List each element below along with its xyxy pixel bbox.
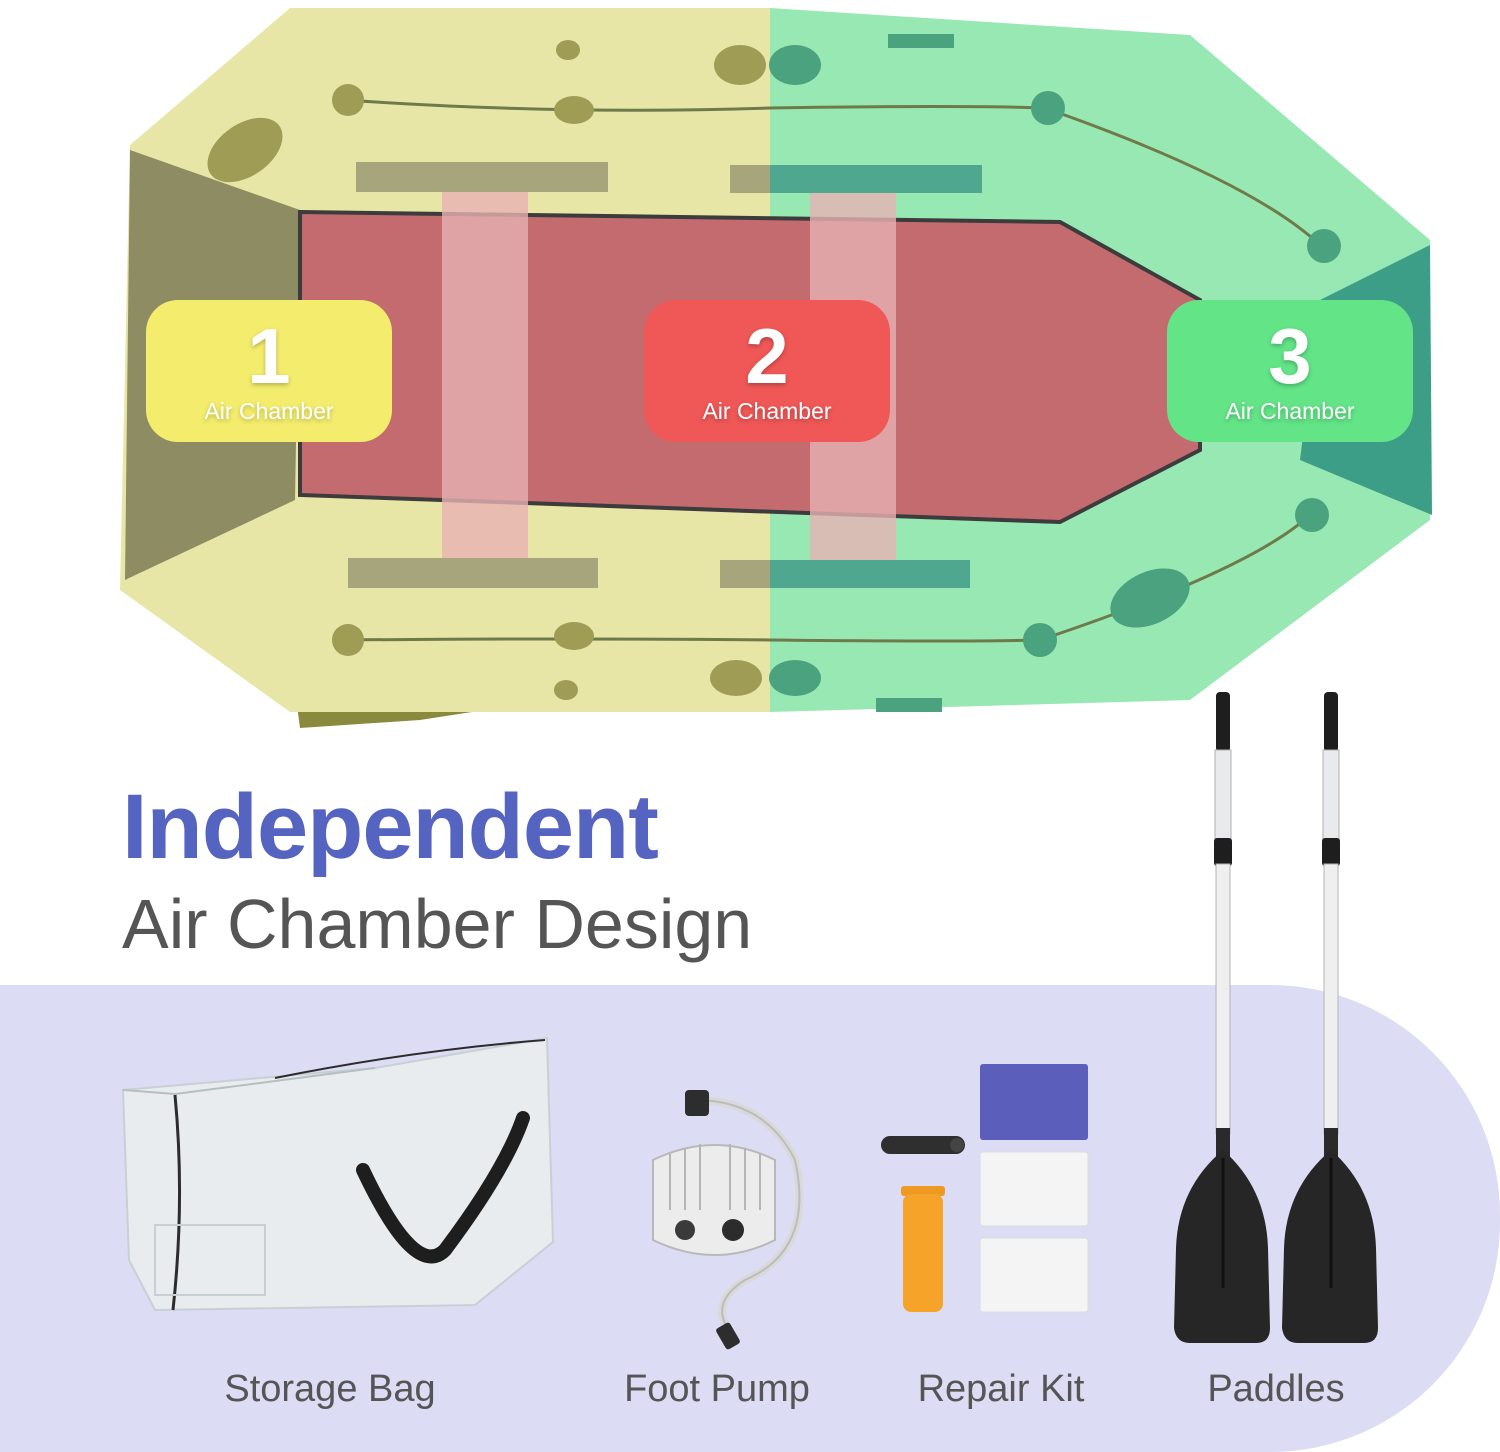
chamber-label: Air Chamber [204,398,334,424]
foot-pump-icon [652,1090,804,1350]
chamber-badge-2: 2 Air Chamber [644,300,890,442]
headline-title: Independent [122,776,659,878]
headline-subtitle: Air Chamber Design [122,885,753,963]
chamber-number: 3 [1268,312,1312,400]
chamber-badge-1: 1 Air Chamber [146,300,392,442]
chamber-label: Air Chamber [702,398,832,424]
boat-illustration: 1 Air Chamber 2 Air Chamber 3 Air Chambe… [120,8,1432,728]
foot-pump-label: Foot Pump [624,1368,810,1410]
chamber-number: 1 [247,312,291,400]
chamber-number: 2 [745,312,789,400]
chamber-badge-3: 3 Air Chamber [1167,300,1413,442]
storage-bag-icon [121,1036,555,1312]
storage-bag-label: Storage Bag [224,1368,436,1410]
chamber-label: Air Chamber [1225,398,1355,424]
paddles-icon [1174,692,1378,1343]
repair-kit-icon [881,1064,1089,1313]
paddles-label: Paddles [1207,1368,1345,1410]
repair-kit-label: Repair Kit [917,1368,1085,1410]
